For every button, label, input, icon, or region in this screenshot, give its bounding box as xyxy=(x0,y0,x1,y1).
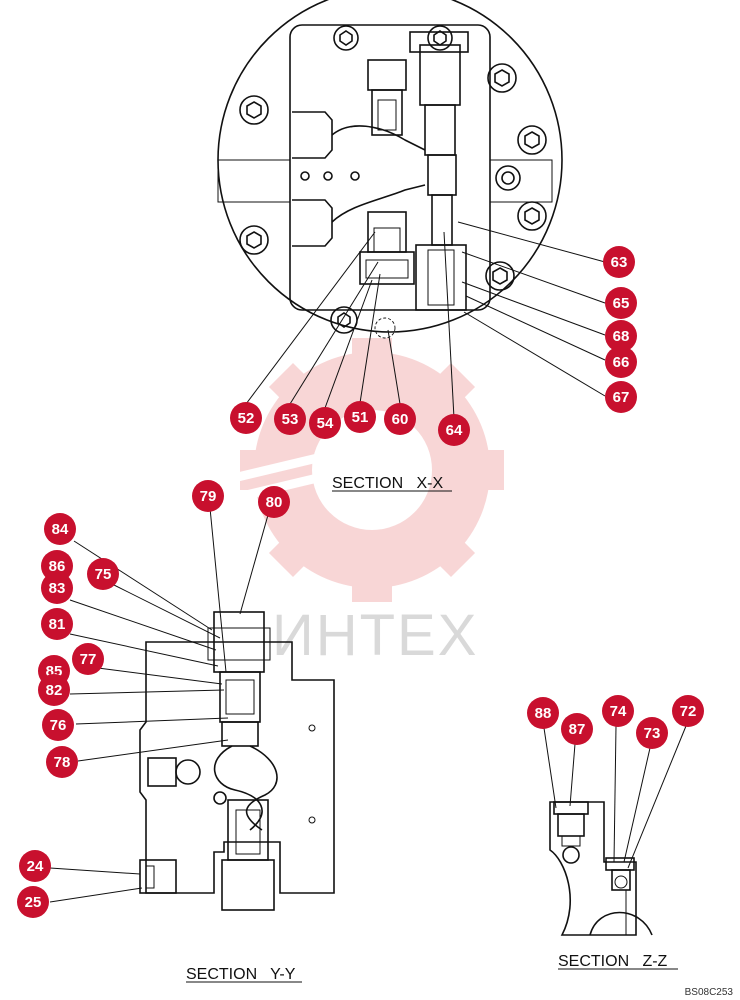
callout-84: 84 xyxy=(44,513,76,545)
callout-64: 64 xyxy=(438,414,470,446)
section-zz-caption: SECTION Z-Z xyxy=(558,953,678,970)
callout-68: 68 xyxy=(605,320,637,352)
callout-24: 24 xyxy=(19,850,51,882)
callout-53: 53 xyxy=(274,403,306,435)
section-yy-caption: SECTION Y-Y xyxy=(186,966,302,983)
callout-72: 72 xyxy=(672,695,704,727)
callout-77: 77 xyxy=(72,643,104,675)
callout-60: 60 xyxy=(384,403,416,435)
callout-80: 80 xyxy=(258,486,290,518)
svg-text:82: 82 xyxy=(46,682,63,699)
svg-text:25: 25 xyxy=(25,894,42,911)
svg-text:78: 78 xyxy=(54,754,71,771)
svg-text:SECTION Y-Y: SECTION Y-Y xyxy=(186,966,296,983)
section-yy-drawing xyxy=(139,611,335,911)
callout-51: 51 xyxy=(344,401,376,433)
callout-79: 79 xyxy=(192,480,224,512)
svg-text:80: 80 xyxy=(266,494,283,511)
callout-65: 65 xyxy=(605,287,637,319)
callout-76: 76 xyxy=(42,709,74,741)
callout-78: 78 xyxy=(46,746,78,778)
callout-54: 54 xyxy=(309,407,341,439)
callout-63: 63 xyxy=(603,246,635,278)
callout-81: 81 xyxy=(41,608,73,640)
svg-text:24: 24 xyxy=(27,858,44,875)
svg-text:68: 68 xyxy=(613,328,630,345)
document-code: BS08C253 xyxy=(685,987,734,998)
callout-52: 52 xyxy=(230,402,262,434)
callouts: 63 65 68 66 67 52 53 54 51 60 64 79 80 8… xyxy=(17,246,704,918)
section-zz-drawing xyxy=(549,801,653,936)
svg-text:84: 84 xyxy=(52,521,69,538)
callout-25: 25 xyxy=(17,886,49,918)
svg-text:74: 74 xyxy=(610,703,627,720)
callout-83: 83 xyxy=(41,572,73,604)
svg-text:53: 53 xyxy=(282,411,299,428)
callout-82: 82 xyxy=(38,674,70,706)
svg-text:67: 67 xyxy=(613,389,630,406)
svg-text:75: 75 xyxy=(95,566,112,583)
svg-text:63: 63 xyxy=(611,254,628,271)
callout-73: 73 xyxy=(636,717,668,749)
svg-text:87: 87 xyxy=(569,721,586,738)
callout-74: 74 xyxy=(602,695,634,727)
section-xx-drawing xyxy=(217,0,563,339)
svg-text:88: 88 xyxy=(535,705,552,722)
svg-text:79: 79 xyxy=(200,488,217,505)
svg-text:76: 76 xyxy=(50,717,67,734)
svg-text:SECTION X-X: SECTION X-X xyxy=(332,475,443,492)
svg-text:86: 86 xyxy=(49,558,66,575)
svg-text:SECTION Z-Z: SECTION Z-Z xyxy=(558,953,668,970)
leader-lines xyxy=(49,221,687,903)
watermark-text: ИНТЕХ xyxy=(272,603,478,668)
svg-text:52: 52 xyxy=(238,410,255,427)
callout-67: 67 xyxy=(605,381,637,413)
svg-text:54: 54 xyxy=(317,415,334,432)
callout-75: 75 xyxy=(87,558,119,590)
svg-text:83: 83 xyxy=(49,580,66,597)
svg-text:73: 73 xyxy=(644,725,661,742)
callout-86: 86 xyxy=(41,550,73,582)
svg-text:51: 51 xyxy=(352,409,369,426)
callout-66: 66 xyxy=(605,346,637,378)
svg-text:65: 65 xyxy=(613,295,630,312)
section-xx-caption: SECTION X-X xyxy=(332,475,452,492)
callout-87: 87 xyxy=(561,713,593,745)
svg-text:64: 64 xyxy=(446,422,463,439)
svg-text:66: 66 xyxy=(613,354,630,371)
callout-88: 88 xyxy=(527,697,559,729)
svg-text:77: 77 xyxy=(80,651,97,668)
svg-text:60: 60 xyxy=(392,411,409,428)
svg-text:72: 72 xyxy=(680,703,697,720)
svg-text:81: 81 xyxy=(49,616,66,633)
watermark-gear-icon xyxy=(223,338,504,602)
